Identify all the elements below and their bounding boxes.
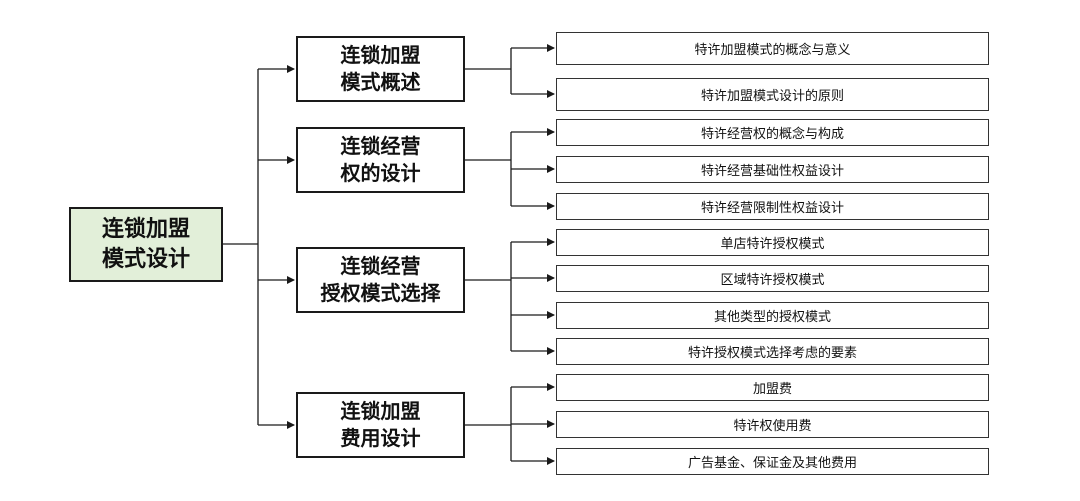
section-title-line1: 连锁加盟 xyxy=(340,43,421,67)
leaf-node: 特许经营基础性权益设计 xyxy=(556,156,989,183)
section-node-fees: 连锁加盟 费用设计 xyxy=(296,392,465,458)
leaf-node: 单店特许授权模式 xyxy=(556,229,989,256)
section-title-line2: 模式概述 xyxy=(340,70,421,94)
section-title-line1: 连锁经营 xyxy=(340,134,421,158)
section-title-line2: 费用设计 xyxy=(340,426,421,450)
root-title-line1: 连锁加盟 xyxy=(101,216,190,242)
leaf-node: 特许加盟模式的概念与意义 xyxy=(556,32,989,65)
leaf-node: 特许权使用费 xyxy=(556,411,989,438)
section-title-line1: 连锁经营 xyxy=(340,254,421,278)
root-node: 连锁加盟 模式设计 xyxy=(69,207,223,282)
leaf-node: 特许加盟模式设计的原则 xyxy=(556,78,989,111)
section-node-authorization: 连锁经营 授权模式选择 xyxy=(296,247,465,313)
leaf-node: 其他类型的授权模式 xyxy=(556,302,989,329)
section-node-overview: 连锁加盟 模式概述 xyxy=(296,36,465,102)
section-title-line1: 连锁加盟 xyxy=(340,399,421,423)
leaf-node: 广告基金、保证金及其他费用 xyxy=(556,448,989,475)
leaf-node: 特许经营限制性权益设计 xyxy=(556,193,989,220)
leaf-node: 特许授权模式选择考虑的要素 xyxy=(556,338,989,365)
root-title-line2: 模式设计 xyxy=(101,246,190,272)
leaf-node: 特许经营权的概念与构成 xyxy=(556,119,989,146)
section-title-line2: 授权模式选择 xyxy=(320,281,441,305)
section-title-line2: 权的设计 xyxy=(340,161,421,185)
leaf-node: 区域特许授权模式 xyxy=(556,265,989,292)
section-node-rights: 连锁经营 权的设计 xyxy=(296,127,465,193)
leaf-node: 加盟费 xyxy=(556,374,989,401)
